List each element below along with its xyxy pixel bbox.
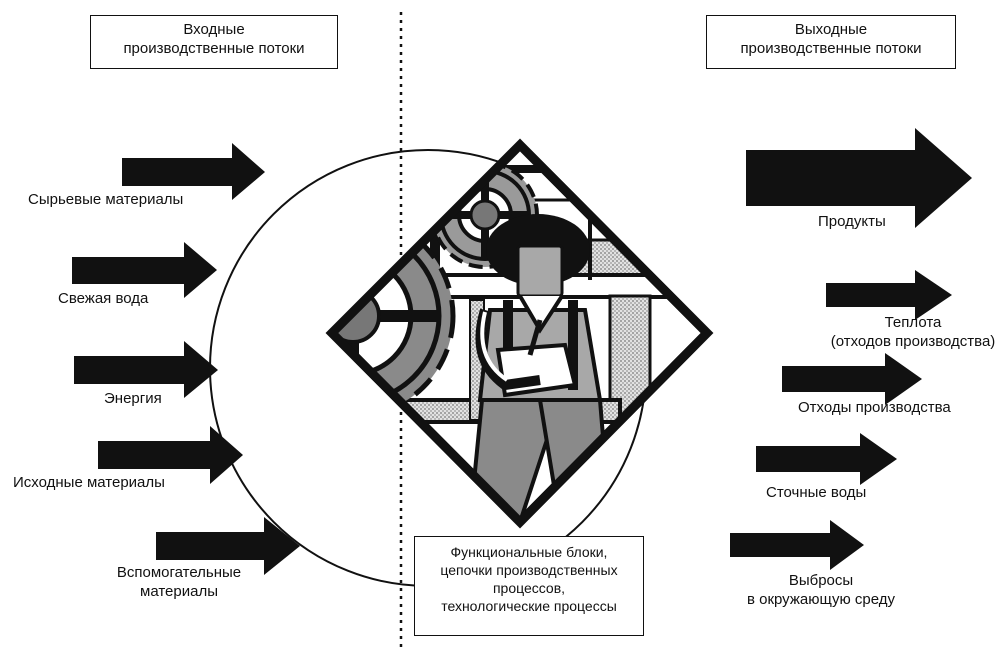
center-box-line-3: процессов, <box>492 580 566 596</box>
output-label-production-waste: Отходы производства <box>798 398 951 417</box>
inputs-header-line-2: производственные потоки <box>123 40 305 57</box>
arrow-icon <box>156 517 300 575</box>
arrow-icon <box>756 433 897 485</box>
input-label-text: Сырьевые материалы <box>28 191 184 208</box>
center-box-line-2: цепочки производственных <box>440 562 618 578</box>
arrow-icon <box>72 242 217 298</box>
factory-worker-illustration <box>325 138 714 529</box>
input-label-raw-materials: Сырьевые материалы <box>28 190 183 209</box>
center-box-line-1: Функциональные блоки, <box>450 544 608 560</box>
output-label-products: Продукты <box>818 212 886 231</box>
outputs-header-line-2: производственные потоки <box>740 40 922 57</box>
functional-blocks-box: Функциональные блоки, цепочки производст… <box>414 536 644 636</box>
arrow-icon <box>122 143 265 200</box>
center-box-line-4: технологические процессы <box>441 598 617 614</box>
output-label-text: Сточные воды <box>766 484 867 501</box>
input-label-text: Свежая вода <box>58 290 149 307</box>
input-label-source-materials: Исходные материалы <box>13 473 165 492</box>
output-label-emissions: Выбросы в окружающую среду <box>716 571 926 609</box>
output-arrows <box>730 128 972 570</box>
output-label-text: Выбросы <box>788 572 854 589</box>
inputs-header-line-1: Входные <box>183 21 245 38</box>
output-label-text: Продукты <box>818 213 886 230</box>
input-label-auxiliary-materials: Вспомогательные материалы <box>94 563 264 601</box>
output-label-text: (отходов производства) <box>830 333 996 350</box>
output-label-text: Отходы производства <box>798 399 951 416</box>
input-label-text: Вспомогательные <box>116 564 242 581</box>
arrow-icon <box>98 426 243 484</box>
input-arrows <box>72 143 300 575</box>
output-label-text: в окружающую среду <box>746 591 896 608</box>
arrow-icon <box>730 520 864 570</box>
arrow-icon <box>746 128 972 228</box>
arrow-icon <box>782 353 922 405</box>
input-label-text: Энергия <box>104 390 162 407</box>
outputs-header-line-1: Выходные <box>794 21 868 38</box>
output-label-heat: Теплота (отходов производства) <box>820 313 1006 351</box>
input-label-fresh-water: Свежая вода <box>58 289 148 308</box>
output-label-wastewater: Сточные воды <box>766 483 866 502</box>
output-label-text: Теплота <box>884 314 942 331</box>
input-label-text: материалы <box>140 583 218 600</box>
inputs-header-box: Входные производственные потоки <box>90 15 338 69</box>
outputs-header-box: Выходные производственные потоки <box>706 15 956 69</box>
input-label-energy: Энергия <box>104 389 162 408</box>
arrow-icon <box>826 270 952 320</box>
arrow-icon <box>74 341 218 398</box>
input-label-text: Исходные материалы <box>13 474 165 491</box>
